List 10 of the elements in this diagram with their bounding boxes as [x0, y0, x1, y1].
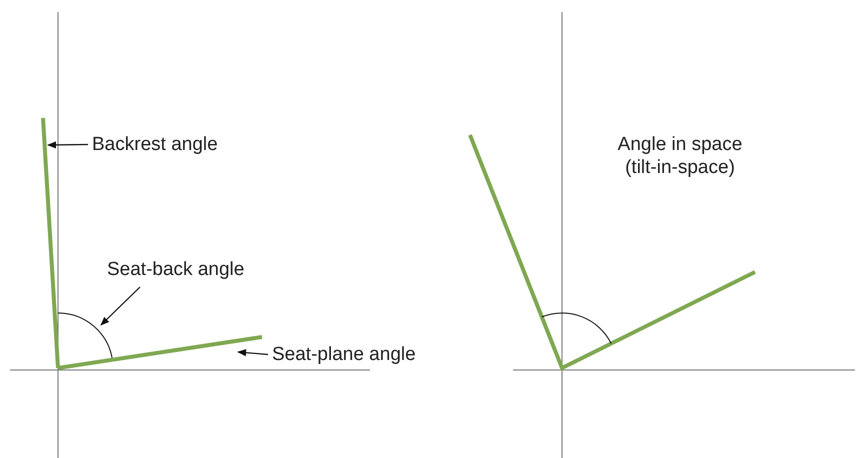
angle-label: Seat-plane angle: [272, 343, 416, 366]
angle-label: Backrest angle: [92, 133, 218, 156]
seat-line: [58, 335, 262, 370]
angle-label: Angle in space (tilt-in-space): [616, 133, 744, 179]
angle-arc: [58, 312, 113, 360]
backrest-line: [41, 118, 60, 368]
angle-label: Seat-back angle: [107, 258, 244, 281]
leader-arrow: [47, 141, 88, 148]
leader-arrow: [237, 349, 268, 356]
leader-arrow: [100, 286, 140, 326]
